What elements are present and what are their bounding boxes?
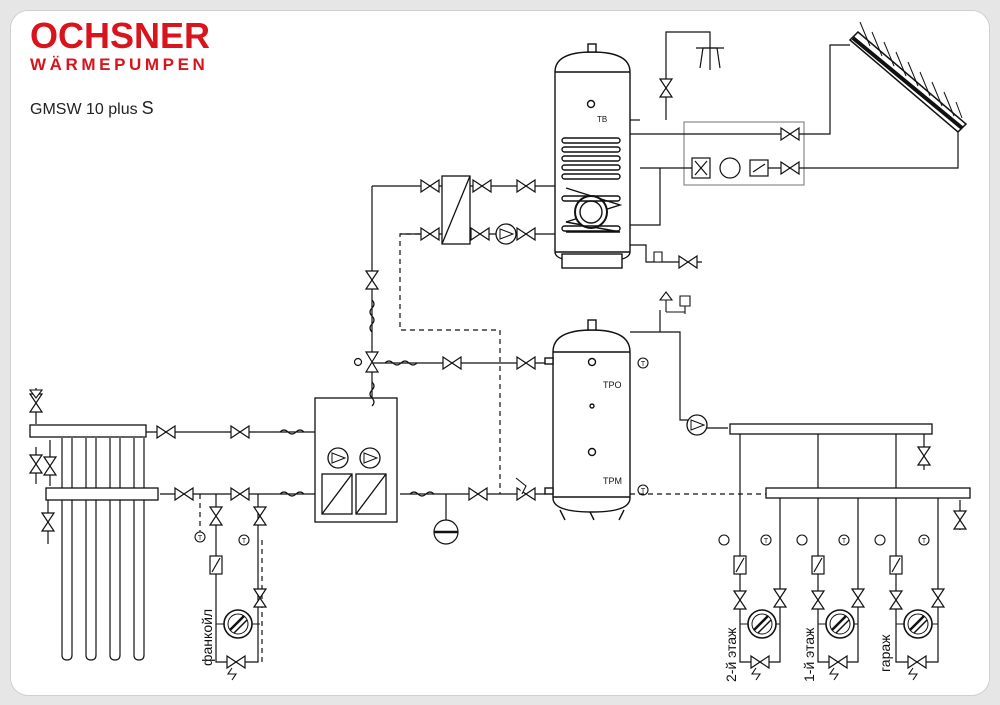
ball-valve-icon	[470, 227, 490, 241]
ball-valve-icon	[442, 356, 462, 370]
brand-logo: OCHSNER WÄRMEPUMPEN	[30, 15, 211, 74]
ball-valve-icon	[516, 179, 536, 193]
thermometer-icon	[918, 534, 930, 546]
buffer-top-sensor-label: TPO	[603, 380, 622, 390]
ball-valve-icon	[773, 588, 787, 608]
ball-valve-icon	[516, 356, 536, 370]
solar-collector-icon	[848, 21, 968, 134]
ball-valve-icon	[678, 255, 698, 269]
ball-valve-icon	[659, 78, 673, 98]
circulation-pump-icon	[359, 447, 381, 469]
ball-valve-icon	[953, 510, 967, 530]
ball-valve-icon	[516, 227, 536, 241]
ball-valve-icon	[174, 487, 194, 501]
ball-valve-icon	[29, 454, 43, 474]
ball-valve-icon	[828, 655, 848, 669]
ball-valve-icon	[226, 655, 246, 669]
thermometer-icon	[760, 534, 772, 546]
brand-name: OCHSNER	[30, 15, 211, 56]
ball-valve-icon	[733, 590, 747, 610]
ball-valve-icon	[253, 506, 267, 526]
thermometer-icon	[718, 534, 730, 546]
ball-valve-icon	[780, 161, 800, 175]
ball-valve-icon	[750, 655, 770, 669]
heat-exchanger-icon	[441, 175, 471, 245]
manifolds	[29, 423, 971, 501]
circulation-pump-icon	[686, 414, 708, 436]
circuit-pump-icon	[222, 608, 254, 640]
circuit-bypass-lines	[216, 623, 938, 681]
ball-valve-icon	[365, 270, 379, 290]
thermometer-icon	[838, 534, 850, 546]
thermometer-icon	[796, 534, 808, 546]
circulation-pump-icon	[495, 223, 517, 245]
ball-valve-icon	[811, 590, 825, 610]
thermometer-icon	[194, 531, 206, 543]
flexible-hoses	[279, 299, 435, 497]
model-name: GMSW 10 plus	[30, 101, 138, 118]
ball-valve-icon	[156, 425, 176, 439]
model-suffix: S	[141, 98, 154, 118]
ball-valve-icon	[230, 425, 250, 439]
buffer-mid-sensor-label: TPM	[603, 476, 622, 486]
thermometer-icon	[874, 534, 886, 546]
thermometer-icon	[238, 534, 250, 546]
ball-valve-icon	[931, 588, 945, 608]
solar-station-components	[691, 157, 769, 179]
ball-valve-icon	[209, 506, 223, 526]
ball-valve-icon	[907, 655, 927, 669]
circuit-label-garage: гараж	[877, 634, 893, 672]
ball-valve-icon	[889, 590, 903, 610]
safety-valve-icon	[28, 251, 691, 495]
circuit-pump-icon	[824, 608, 856, 640]
ball-valve-icon	[420, 179, 440, 193]
circulation-pump-icon	[327, 447, 349, 469]
ball-valve-icon	[41, 512, 55, 532]
circuit-pump-icon	[746, 608, 778, 640]
ball-valve-icon	[468, 487, 488, 501]
circuit-label-2nd-floor: 2-й этаж	[723, 627, 739, 682]
ball-valve-icon	[851, 588, 865, 608]
ball-valve-icon	[43, 456, 57, 476]
buffer-tank	[544, 319, 631, 521]
ball-valve-icon	[472, 179, 492, 193]
expansion-vessel-icon	[433, 494, 459, 545]
buffer-thermometer-icon	[637, 357, 649, 369]
mixing-valve-icon	[353, 351, 380, 373]
valves	[29, 78, 967, 669]
dhw-boiler-tank	[554, 43, 631, 269]
ball-valve-icon	[917, 446, 931, 466]
circuit-label-1st-floor: 1-й этаж	[801, 627, 817, 682]
boiler-sensor-label: TB	[597, 115, 607, 124]
ball-valve-icon	[253, 588, 267, 608]
ball-valve-icon	[516, 487, 536, 501]
flow-meters	[209, 555, 903, 575]
circuit-label-fancoil: фанкойл	[199, 609, 215, 666]
ball-valve-icon	[230, 487, 250, 501]
brand-subline: WÄRMEPUMPEN	[30, 55, 209, 74]
circuit-pump-icon	[902, 608, 934, 640]
ball-valve-icon	[420, 227, 440, 241]
heat-pump-unit	[314, 397, 398, 523]
ball-valve-icon	[780, 127, 800, 141]
solar-station-box	[683, 121, 805, 186]
